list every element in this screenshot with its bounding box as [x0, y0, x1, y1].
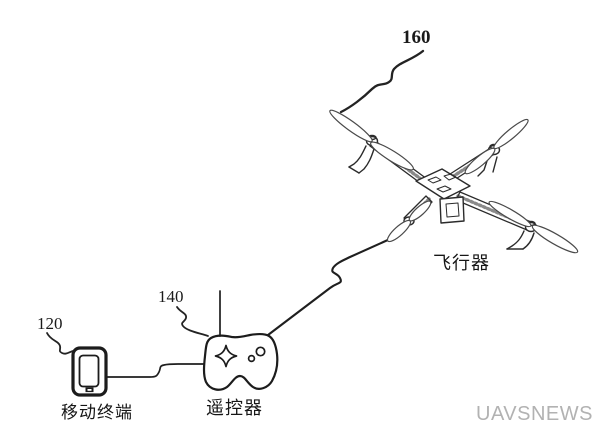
- ref-number-aircraft: 160: [402, 27, 431, 48]
- gamepad-dpad-star: [214, 344, 238, 368]
- label-aircraft: 飞行器: [433, 253, 490, 273]
- gamepad-body: [202, 332, 279, 391]
- gamepad-button-small: [247, 354, 256, 363]
- phone-home-button: [85, 387, 94, 393]
- drone-center-plate: [415, 168, 471, 200]
- label-remote-controller: 遥控器: [206, 398, 263, 418]
- leader-lines: [46, 49, 425, 355]
- gamepad-button-large: [255, 346, 266, 357]
- leader-line-140: [176, 306, 209, 337]
- quadcopter-drone-icon: [329, 109, 579, 254]
- drone-payload-box: [439, 196, 465, 224]
- label-mobile-terminal: 移动终端: [61, 403, 133, 422]
- drone-propellers: [329, 109, 579, 254]
- leader-line-160: [339, 49, 425, 114]
- link-controller-drone: [266, 237, 392, 337]
- leader-line-120: [46, 332, 74, 355]
- watermark-text: UAVSNEWS: [476, 403, 593, 425]
- smartphone-icon: [71, 346, 108, 397]
- connection-lines: [106, 237, 392, 378]
- ref-number-remote-controller: 140: [158, 287, 184, 306]
- gamepad-icon: [202, 332, 279, 391]
- link-phone-controller: [106, 363, 205, 378]
- ref-number-mobile-terminal: 120: [37, 314, 63, 333]
